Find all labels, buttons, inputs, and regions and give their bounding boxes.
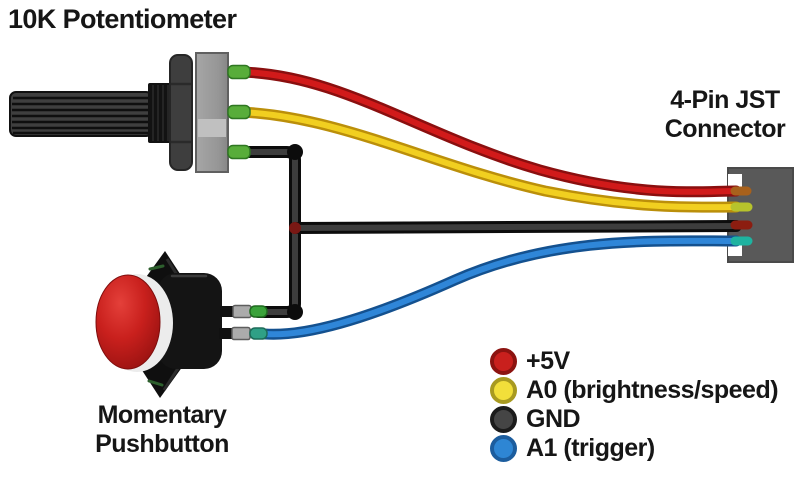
pot-terminal-3-pad bbox=[227, 144, 251, 160]
yellow-wire bbox=[234, 106, 742, 213]
legend-label-a1: A1 (trigger) bbox=[526, 434, 655, 462]
pushbutton-graphic bbox=[95, 251, 268, 398]
potentiometer-title: 10K Potentiometer bbox=[8, 4, 237, 34]
wire-corner-dot-top bbox=[287, 144, 303, 160]
pushbutton-title-line1: Momentary bbox=[97, 401, 227, 429]
pushbutton-red-cap bbox=[95, 274, 161, 370]
legend-dot-a1 bbox=[490, 435, 517, 462]
potentiometer-graphic bbox=[9, 52, 251, 173]
red-wire bbox=[234, 66, 742, 198]
pot-hex-nut bbox=[169, 54, 193, 171]
jst-latch-notch-top bbox=[728, 174, 742, 187]
pushbutton-terminal-1-stub bbox=[220, 306, 235, 317]
legend-dot-gnd bbox=[490, 406, 517, 433]
pushbutton-title: Momentary Pushbutton bbox=[62, 401, 262, 459]
legend-row-5v: +5V bbox=[490, 347, 778, 376]
jst-connector-title-line1: 4-Pin JST bbox=[670, 86, 780, 114]
pushbutton-title-line2: Pushbutton bbox=[95, 430, 229, 458]
legend-label-gnd: GND bbox=[526, 405, 581, 433]
wire-color-legend: +5V A0 (brightness/speed) GND A1 (trigge… bbox=[490, 347, 779, 463]
jst-pin-tips bbox=[730, 186, 753, 246]
legend-dot-5v bbox=[490, 348, 517, 375]
jst-connector-title-line2: Connector bbox=[664, 115, 786, 143]
legend-label-a0: A0 (brightness/speed) bbox=[526, 376, 779, 404]
pot-terminal-2-pad bbox=[227, 104, 251, 120]
pushbutton-terminal-1-sleeve bbox=[232, 304, 252, 319]
jst-connector-title: 4-Pin JST Connector bbox=[640, 86, 800, 144]
pushbutton-terminal-2-pad bbox=[249, 327, 268, 340]
legend-row-gnd: GND bbox=[490, 405, 778, 434]
pushbutton-terminal-2-stub bbox=[219, 328, 234, 339]
pot-body-band bbox=[198, 119, 226, 137]
legend-row-a1: A1 (trigger) bbox=[490, 434, 778, 463]
wire-corner-dot-bottom bbox=[287, 304, 303, 320]
legend-label-5v: +5V bbox=[526, 347, 570, 375]
legend-dot-a0 bbox=[490, 377, 517, 404]
pot-terminal-1-pad bbox=[227, 64, 251, 80]
pushbutton-body bbox=[158, 273, 222, 369]
gnd-junction-dot bbox=[289, 222, 301, 234]
blue-wire bbox=[250, 235, 742, 340]
pushbutton-terminal-1-pad bbox=[249, 305, 268, 318]
black-gnd-wire bbox=[234, 144, 742, 320]
legend-row-a0: A0 (brightness/speed) bbox=[490, 376, 779, 405]
jst-connector-graphic bbox=[727, 167, 794, 263]
shaft-knurling bbox=[12, 96, 151, 135]
pushbutton-terminal-2-sleeve bbox=[231, 326, 251, 341]
pot-body bbox=[195, 52, 229, 173]
